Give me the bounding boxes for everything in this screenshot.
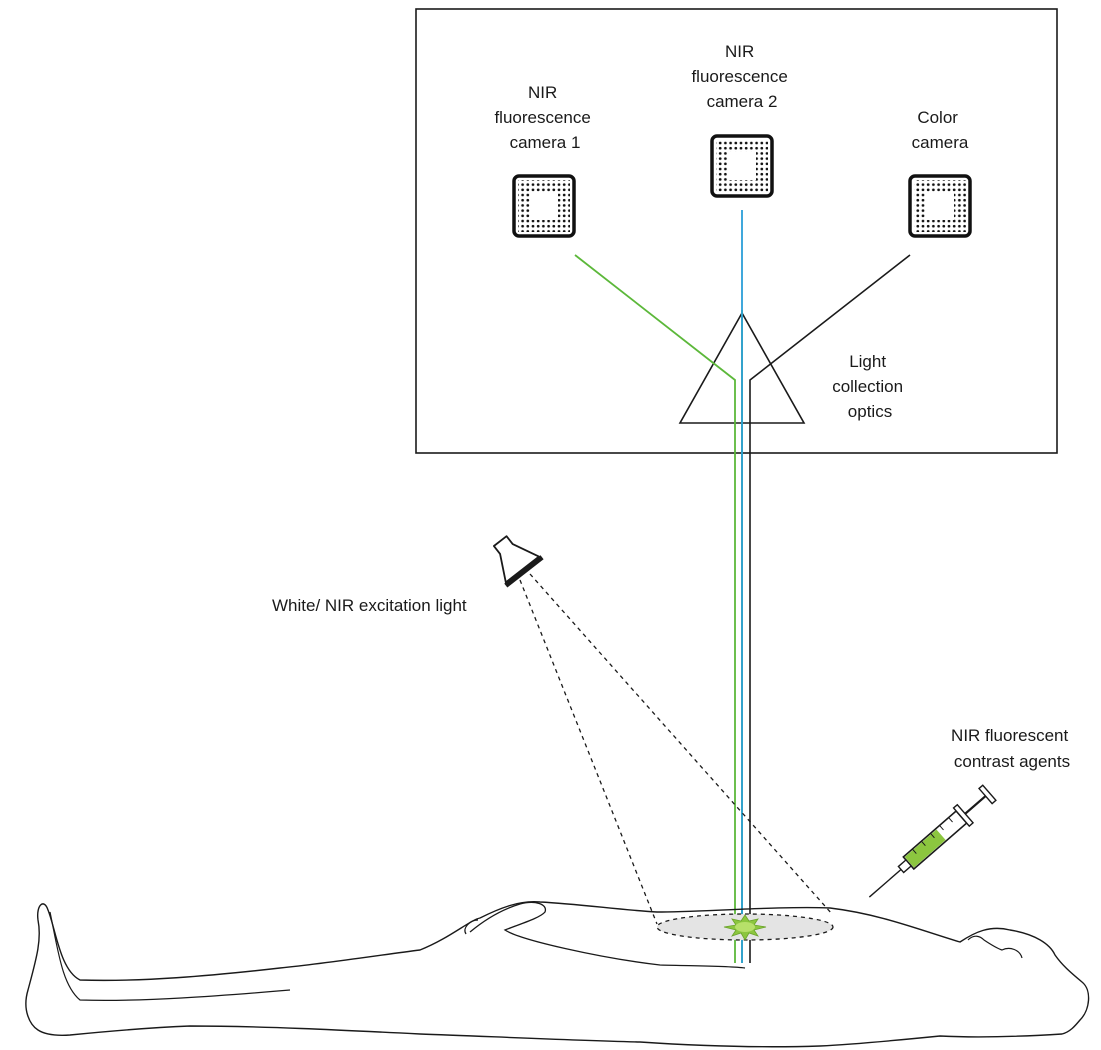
nir-camera-1-sensor-icon (512, 174, 576, 238)
excitation-light-label: White/ NIR excitation light (272, 596, 467, 615)
illumination-cone-left (519, 579, 658, 925)
syringe-icon (868, 784, 997, 898)
imaging-system-box (415, 8, 1058, 454)
patient-arm (469, 901, 746, 969)
nir-beam-camera-1-a (574, 254, 736, 963)
contrast-agents-label: NIR fluorescent contrast agents (951, 726, 1073, 771)
color-camera-beam (749, 254, 911, 963)
optics-label: Light collection optics (832, 352, 908, 421)
patient-face-profile (967, 935, 1023, 959)
color-camera-sensor-icon (908, 174, 972, 238)
camera-1-label: NIR fluorescence camera 1 (494, 83, 595, 152)
fluorescence-spot-core (735, 922, 755, 932)
color-camera-label: Color camera (912, 108, 969, 152)
patient-body-outline (25, 900, 1090, 1048)
camera-2-label: NIR fluorescence camera 2 (691, 42, 792, 111)
patient-leg-line (49, 911, 291, 1001)
nir-camera-2-sensor-icon (710, 134, 774, 198)
excitation-lamp-icon (493, 535, 544, 588)
illumination-cone-right (529, 573, 833, 915)
patient-hand (464, 919, 479, 935)
